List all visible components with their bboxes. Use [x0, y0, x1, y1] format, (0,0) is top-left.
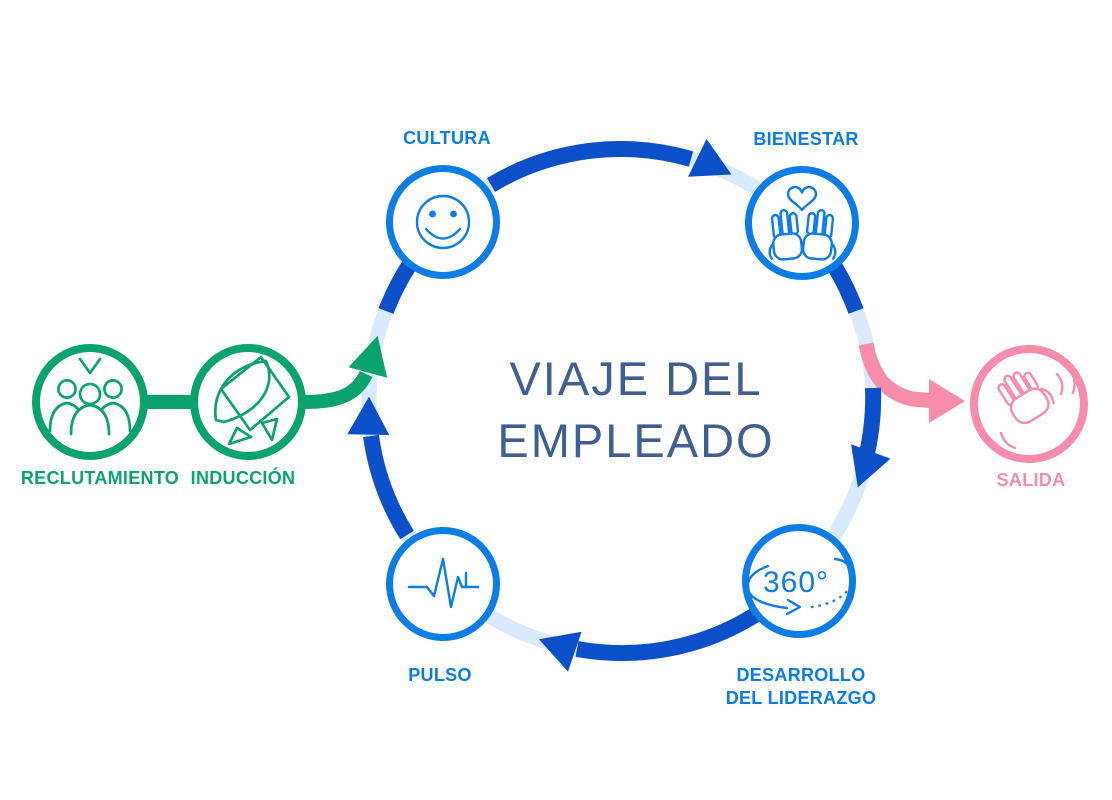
entry-arrow-green-head	[348, 335, 388, 378]
label-desarrollo-line1: DESARROLLO	[737, 665, 866, 685]
diagram-title-line2: EMPLEADO	[497, 414, 774, 467]
arc-bienestar-exit-upper	[828, 262, 864, 314]
arc-pulso-to-cultura	[363, 434, 414, 540]
arc-to-desarrollo	[859, 387, 882, 455]
diagram-title-line1: VIAJE DEL	[509, 352, 762, 405]
label-bienestar: BIENESTAR	[753, 129, 858, 149]
node-induccion	[190, 344, 306, 460]
node-bienestar	[745, 166, 859, 280]
people-icon	[48, 357, 132, 436]
label-induccion: INDUCCIÓN	[191, 467, 296, 488]
label-salida: SALIDA	[997, 470, 1066, 490]
arc-cultura-to-bienestar	[486, 141, 694, 192]
connector-reclutamiento-induccion	[144, 395, 194, 409]
node-reclutamiento	[32, 344, 148, 460]
entry-arrow-green	[303, 370, 373, 409]
arrowhead-to-desarrollo	[851, 444, 891, 488]
smiley-face-icon	[415, 194, 471, 250]
exit-arrow-pink-head	[929, 379, 965, 423]
label-pulso: PULSO	[408, 665, 472, 685]
waving-hand-icon	[997, 364, 1076, 450]
label-desarrollo-line2: DEL LIDERAZGO	[726, 688, 877, 708]
exit-arrow-pink	[858, 342, 931, 408]
node-desarrollo: 360°	[742, 524, 856, 638]
label-cultura: CULTURA	[403, 128, 491, 148]
arc-desarrollo-to-pulso	[575, 608, 760, 661]
node-cultura	[386, 165, 500, 279]
label-reclutamiento: RECLUTAMIENTO	[21, 468, 179, 488]
node-salida	[970, 345, 1088, 463]
node-pulso	[386, 527, 500, 641]
arc-merge-to-cultura	[378, 259, 417, 315]
hands-heart-icon	[764, 185, 841, 263]
arrowhead-to-cultura	[347, 396, 390, 435]
pulse-icon	[407, 557, 480, 609]
360-degrees-label: 360°	[763, 566, 829, 599]
arrowhead-to-bienestar	[688, 138, 732, 177]
rocket-icon	[213, 355, 291, 446]
arrowhead-to-pulso	[538, 631, 582, 672]
360-degrees-icon: 360°	[746, 557, 855, 616]
